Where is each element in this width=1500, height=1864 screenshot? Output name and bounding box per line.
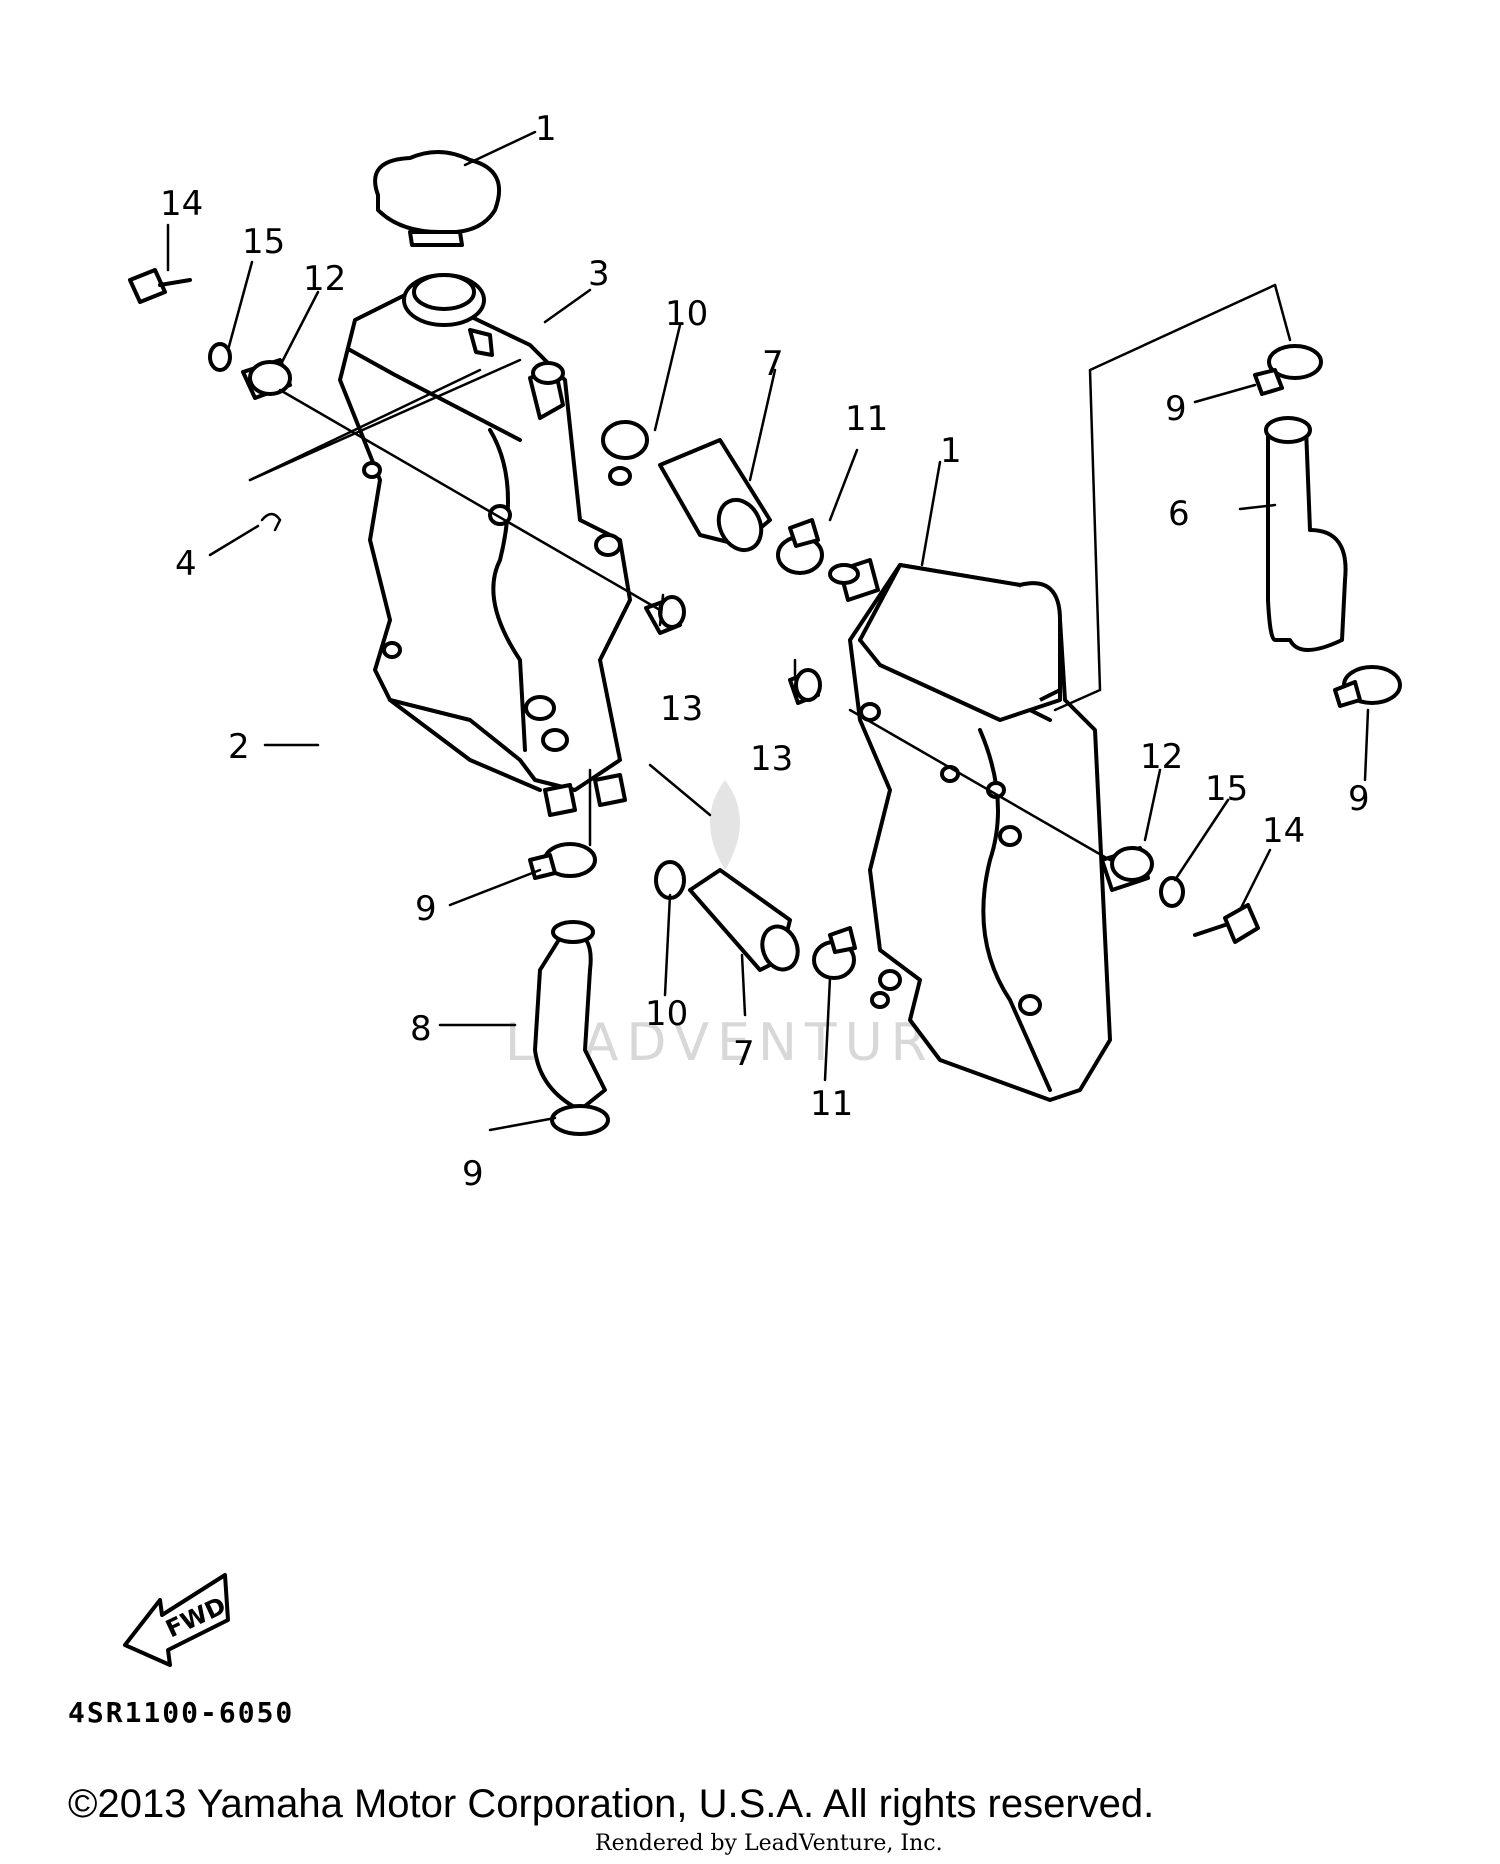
callout-15-left: 15 bbox=[242, 222, 285, 262]
small-clamps bbox=[601, 420, 857, 980]
callout-14-left: 14 bbox=[160, 184, 203, 224]
part-code: 4SR1100-6050 bbox=[68, 1696, 294, 1729]
callout-9-top: 9 bbox=[1165, 389, 1187, 429]
callout-numbers: 1 14 15 12 3 10 7 11 1 9 6 4 2 13 13 12 … bbox=[160, 109, 1370, 1194]
callout-13-right: 13 bbox=[750, 739, 793, 779]
right-radiator bbox=[828, 558, 1112, 1102]
callout-11-upper: 11 bbox=[845, 399, 888, 439]
callout-12-right: 12 bbox=[1140, 737, 1183, 777]
callout-7-upper: 7 bbox=[762, 344, 784, 384]
hose-clamps bbox=[528, 344, 1402, 1136]
callout-7-lower: 7 bbox=[733, 1034, 755, 1074]
upper-hose bbox=[1264, 416, 1348, 652]
callout-4: 3 bbox=[588, 254, 610, 294]
callout-5: 1 bbox=[535, 109, 557, 149]
callout-9-right: 9 bbox=[1348, 779, 1370, 819]
mount-hardware bbox=[128, 268, 1260, 944]
overflow-tube bbox=[280, 533, 322, 987]
callout-9-mid: 9 bbox=[415, 889, 437, 929]
leader-lines bbox=[166, 130, 1370, 1132]
callout-15-right: 15 bbox=[1205, 769, 1248, 809]
copyright-notice: ©2013 Yamaha Motor Corporation, U.S.A. A… bbox=[68, 1782, 1154, 1826]
left-radiator bbox=[338, 273, 632, 817]
callout-11-lower: 11 bbox=[810, 1084, 853, 1124]
callout-12-left: 12 bbox=[303, 259, 346, 299]
rendered-by-notice: Rendered by LeadVenture, Inc. bbox=[595, 1831, 943, 1856]
tube-clip bbox=[260, 512, 282, 532]
callout-1: 1 bbox=[940, 431, 962, 471]
hose-lower bbox=[688, 868, 800, 972]
hose-upper bbox=[658, 438, 772, 553]
callout-6: 6 bbox=[1168, 494, 1190, 534]
radiator-cap bbox=[373, 149, 501, 247]
callout-10-upper: 10 bbox=[665, 294, 708, 334]
callout-2: 2 bbox=[228, 727, 250, 767]
callout-3: 4 bbox=[175, 544, 197, 584]
callout-8: 8 bbox=[410, 1009, 432, 1049]
callout-10-lower: 10 bbox=[645, 994, 688, 1034]
callout-9-bottom: 9 bbox=[462, 1154, 484, 1194]
callout-14-right: 14 bbox=[1262, 811, 1305, 851]
callout-13-center: 13 bbox=[660, 689, 703, 729]
fwd-arrow-icon: FWD bbox=[123, 1573, 230, 1667]
